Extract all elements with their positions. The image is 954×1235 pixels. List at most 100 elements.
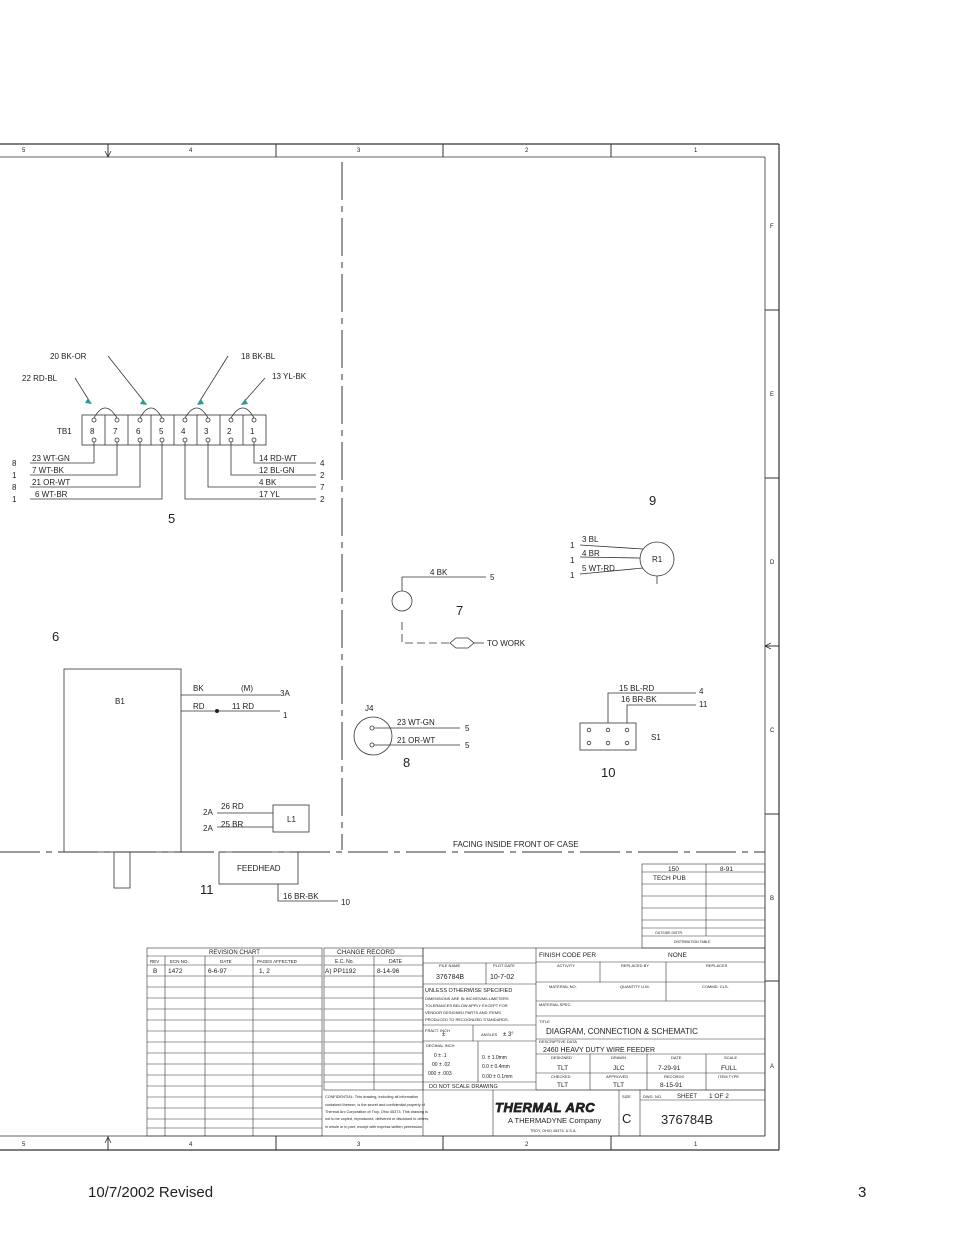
s1-labels: S1 15 BL-RD 4 16 BR-BK 11 — [619, 684, 708, 742]
border-col-label: 2 — [525, 1142, 529, 1148]
decimal-tolerance: 000 ± .003 — [428, 1071, 452, 1077]
revision-chart-title: REVISION CHART — [209, 950, 260, 956]
terminal-number: 6 — [136, 427, 141, 436]
work-labels: 4 BK 5 TO WORK — [430, 568, 526, 648]
dist-footer: DISTRIBUTION TABLE — [674, 940, 711, 944]
dims-note: DIMENSIONS ARE IN INCHES/MILLIMETERS — [425, 996, 509, 1001]
wire-end-number: 11 — [699, 700, 708, 709]
wire-label: 5 WT-RD — [582, 564, 615, 573]
sheet-number: 1 OF 2 — [709, 1093, 729, 1100]
wire-end-number: 3A — [280, 689, 290, 698]
title-field-label: DECIMAL INCH — [426, 1043, 455, 1048]
table-cell: 1, 2 — [259, 968, 270, 975]
dims-note: PRODUCED TO RECOGNIZED STANDARDS. — [425, 1017, 509, 1022]
terminal-number: 3 — [204, 427, 209, 436]
to-work-label: TO WORK — [487, 639, 526, 648]
callout-number: 10 — [601, 765, 615, 780]
wire-label: 26 RD — [221, 802, 244, 811]
title-field-label: ACTIVITY — [557, 963, 575, 968]
border-col-label: 1 — [694, 148, 698, 154]
wire-label: 22 RD-BL — [22, 374, 58, 383]
work-clamp — [391, 576, 486, 649]
dist-cell: 8-91 — [720, 866, 733, 873]
confidential-note: not to be copied, reproduced, delivered … — [325, 1117, 429, 1121]
wire-end-number: 2 — [320, 495, 325, 504]
title-field-label: REPLACED BY — [621, 963, 649, 968]
terminal-number: 8 — [90, 427, 95, 436]
title-field-label: ANGLES — [481, 1032, 498, 1037]
table-cell: B — [153, 968, 157, 975]
wire-end-number: 5 — [490, 573, 495, 582]
border-row-label: B — [770, 896, 774, 902]
callout-number: 11 — [200, 882, 214, 897]
wire-end-number: 5 — [465, 724, 470, 733]
table-cell: 8-14-96 — [377, 968, 400, 975]
revision-chart-text: REVISION CHART REV ECN NO. DATE PAGES AF… — [150, 950, 298, 975]
table-cell: 1472 — [168, 968, 183, 975]
plot-date: 10-7-02 — [490, 974, 514, 981]
designed-by: TLT — [557, 1065, 568, 1072]
table-cell: A) PP1192 — [325, 968, 356, 975]
title-field-label: FINISH CODE PER — [539, 952, 596, 959]
file-name: 376784B — [436, 974, 464, 981]
wire-label: 16 BR-BK — [621, 695, 657, 704]
dist-cell: 150 — [668, 866, 679, 873]
unless-note: UNLESS OTHERWISE SPECIFIED — [425, 988, 512, 994]
border-col-label: 3 — [357, 1142, 361, 1148]
decimal-tolerance: 0 ± .1 — [434, 1053, 447, 1059]
feedhead — [218, 851, 338, 902]
title-field-label: PLOT DATE — [493, 963, 515, 968]
feedhead-labels: FEEDHEAD 16 BR-BK 10 — [237, 864, 350, 907]
company-address: TROY, OHIO 45373, U.S.A. — [530, 1129, 577, 1133]
wire-label: 3 BL — [582, 535, 599, 544]
wire-label: 16 BR-BK — [283, 892, 319, 901]
table-header: DATE — [389, 959, 403, 965]
checked-by: TLT — [557, 1082, 568, 1089]
tb1-arrowheads — [85, 398, 248, 405]
wire-label: 12 BL-GN — [259, 466, 295, 475]
descriptive-data: 2460 HEAVY DUTY WIRE FEEDER — [543, 1047, 655, 1054]
border-col-label: 5 — [22, 148, 26, 154]
mm-tolerance: 0.00 ± 0.1mm — [482, 1074, 513, 1080]
wire-end-number: 4 — [320, 459, 325, 468]
l1-label: L1 — [287, 815, 296, 824]
r1-labels: R1 1 3 BL 1 4 BR 1 5 WT-RD — [570, 535, 663, 580]
wire-end-number: 1 — [570, 556, 575, 565]
l1-labels: L1 2A 26 RD 2A 25 BR — [203, 802, 296, 833]
wire-label: 4 BK — [259, 478, 277, 487]
table-header: DATE — [220, 959, 232, 964]
title-block-text: FILE NAME 376784B PLOT DATE 10-7-02 FINI… — [325, 952, 739, 1133]
wire-end-number: 1 — [12, 471, 17, 480]
l1-solenoid — [217, 804, 310, 833]
border-row-label: D — [770, 560, 775, 566]
wire-end-number: 1 — [12, 495, 17, 504]
wire-label: (M) — [241, 684, 253, 693]
wire-label: 21 OR-WT — [32, 478, 70, 487]
distribution-labels: 150 8-91 TECH PUB OUTSIDE DISTR. DISTRIB… — [653, 866, 733, 944]
wire-end-number: 1 — [283, 711, 288, 720]
angle-tolerance: ± 3° — [503, 1032, 514, 1038]
drawing-scale: FULL — [721, 1065, 737, 1072]
title-field-label: SHEET — [677, 1094, 697, 1100]
callout-number: 8 — [403, 755, 410, 770]
title-field-label: MATERIAL NO. — [549, 984, 577, 989]
border-col-label: 4 — [189, 1142, 193, 1148]
border-row-label: C — [770, 728, 775, 734]
drawn-date: 7-29-91 — [658, 1065, 681, 1072]
title-field-label: APPROVED — [606, 1074, 628, 1079]
wire-label: 4 BK — [430, 568, 448, 577]
b1-motor — [63, 668, 280, 889]
terminal-number: 5 — [159, 427, 164, 436]
wire-label: 7 WT-BK — [32, 466, 65, 475]
border-row-label: F — [770, 224, 774, 230]
wire-label: 17 YL — [259, 490, 280, 499]
title-field-label: FRACT. INCH — [425, 1028, 450, 1033]
revision-footer: 10/7/2002 Revised — [88, 1184, 214, 1201]
title-field-label: REPLACES — [706, 963, 728, 968]
drawing-number: 376784B — [661, 1112, 713, 1127]
table-header: E.C. No. — [335, 959, 354, 965]
title-field-label: DWG. NO. — [643, 1094, 662, 1099]
title-field-label: SCALE — [724, 1055, 737, 1060]
s1-label: S1 — [651, 733, 661, 742]
